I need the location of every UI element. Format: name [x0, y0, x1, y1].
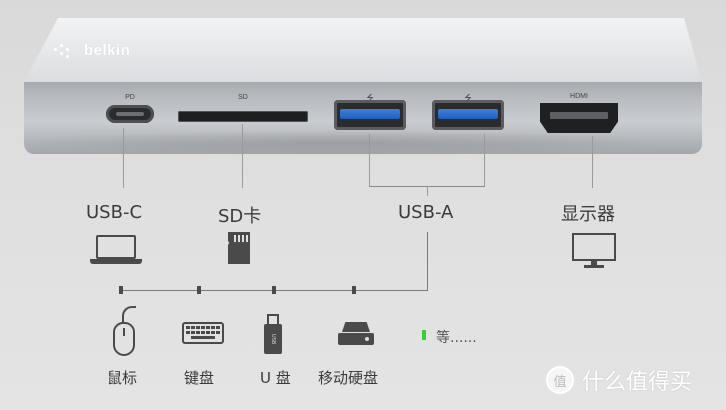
- usb-a2-connector-line: [484, 134, 485, 186]
- sd-card-label: SD卡: [218, 206, 262, 227]
- laptop-base: [90, 259, 142, 264]
- display-label: 显示器: [561, 204, 615, 225]
- brand-name: belkin: [84, 41, 131, 59]
- watermark: 值 什么值得买: [546, 364, 692, 396]
- hdmi-port-label: HDMI: [570, 93, 588, 100]
- sd-card-icon: [228, 232, 250, 264]
- external-drive-icon: [338, 322, 374, 346]
- green-bullet: [422, 330, 426, 340]
- usb-a-label: USB-A: [398, 202, 454, 223]
- usb-a-stem-line: [427, 186, 428, 196]
- usb-a-tongue: [438, 109, 498, 119]
- pd-port-label: PD: [125, 94, 135, 101]
- sd-card-slot: [178, 111, 308, 122]
- keyboard-icon: [182, 322, 224, 344]
- usb-a-tree-stem: [427, 232, 428, 290]
- belkin-dots-icon: [52, 42, 76, 58]
- bus-tick: [352, 286, 356, 294]
- keyboard-label: 键盘: [184, 369, 215, 387]
- external-drive-label: 移动硬盘: [318, 369, 379, 387]
- watermark-text: 什么值得买: [582, 370, 693, 395]
- usb-c-port: [106, 105, 154, 123]
- monitor-icon: [572, 233, 616, 261]
- hdmi-port: [540, 103, 618, 133]
- mouse-label: 鼠标: [107, 369, 138, 387]
- hdmi-connector-line: [592, 136, 593, 188]
- laptop-icon: [96, 235, 136, 259]
- usb-c-connector-line: [123, 128, 124, 188]
- watermark-logo-icon: 值: [546, 366, 574, 394]
- usb-a-tongue: [340, 109, 400, 119]
- hub-shadow: [10, 130, 670, 156]
- mouse-icon: [113, 322, 135, 356]
- usb-c-label: USB-C: [86, 202, 143, 223]
- bus-tick: [197, 286, 201, 294]
- brand-logo: belkin: [52, 40, 130, 60]
- usb-symbol-icon: ⭍: [464, 93, 472, 103]
- etc-label: 等......: [436, 330, 477, 346]
- usb-drive-label: U 盘: [260, 369, 291, 387]
- usb-a-port: [334, 100, 406, 130]
- usb-a-port: [432, 100, 504, 130]
- bus-tick: [119, 286, 123, 294]
- usb-symbol-icon: ⭍: [366, 93, 374, 103]
- hub-top-surface: [24, 18, 702, 82]
- sd-port-label: SD: [238, 94, 248, 101]
- sd-connector-line: [242, 124, 243, 188]
- usb-drive-icon: USB: [264, 314, 282, 354]
- bus-tick: [272, 286, 276, 294]
- usb-a1-connector-line: [369, 134, 370, 186]
